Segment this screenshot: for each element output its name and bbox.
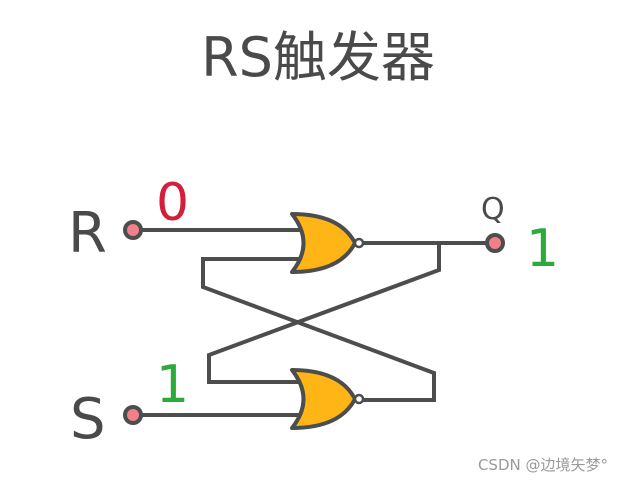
r-input-label: R	[68, 201, 107, 266]
page-title: RS触发器	[201, 26, 435, 89]
q-output-value: 1	[526, 219, 559, 279]
q-output-terminal	[485, 233, 505, 253]
r-input-terminal	[123, 220, 143, 240]
s-input-terminal	[123, 405, 143, 425]
s-input-value: 1	[156, 355, 189, 415]
nor-gate-bottom	[290, 368, 365, 430]
nor-gate-top-body	[290, 212, 357, 274]
nor-gate-bottom-bubble	[353, 393, 365, 405]
nor-gate-top	[290, 212, 365, 274]
r-input-value: 0	[156, 173, 189, 233]
wire-feedback-q	[207, 243, 441, 384]
s-input-label: S	[70, 387, 106, 452]
nor-gate-bottom-body	[290, 368, 357, 430]
wire-feedback-qbar	[201, 257, 436, 402]
watermark: CSDN @边境矢梦°	[478, 456, 608, 474]
nor-gate-top-bubble	[353, 237, 365, 249]
wires	[133, 228, 495, 417]
q-output-label: Q	[481, 192, 505, 227]
